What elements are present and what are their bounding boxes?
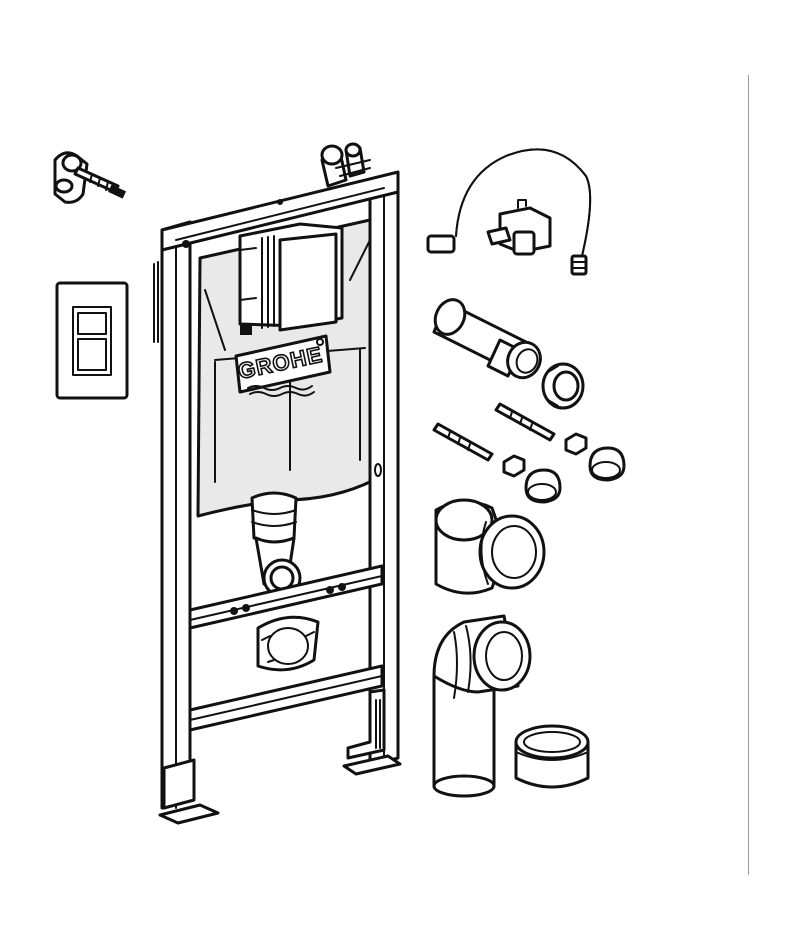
flexible-water-hose-part: [426, 148, 592, 276]
flush-pipe-part: [432, 298, 542, 380]
flush-plate-part: [55, 281, 129, 400]
elbow-drain-pipe-part: [432, 614, 532, 798]
right-divider-line: [748, 75, 749, 875]
wall-anchor-bracket-part: [53, 151, 127, 204]
threaded-rods-part: [432, 402, 556, 462]
installation-frame-part: GROHE: [153, 142, 402, 825]
protective-cap-part: [514, 724, 590, 789]
wc-connector-sleeve-part: [434, 498, 546, 595]
pipe-seal-part: [541, 362, 585, 410]
nuts-and-caps-part: [502, 432, 626, 504]
